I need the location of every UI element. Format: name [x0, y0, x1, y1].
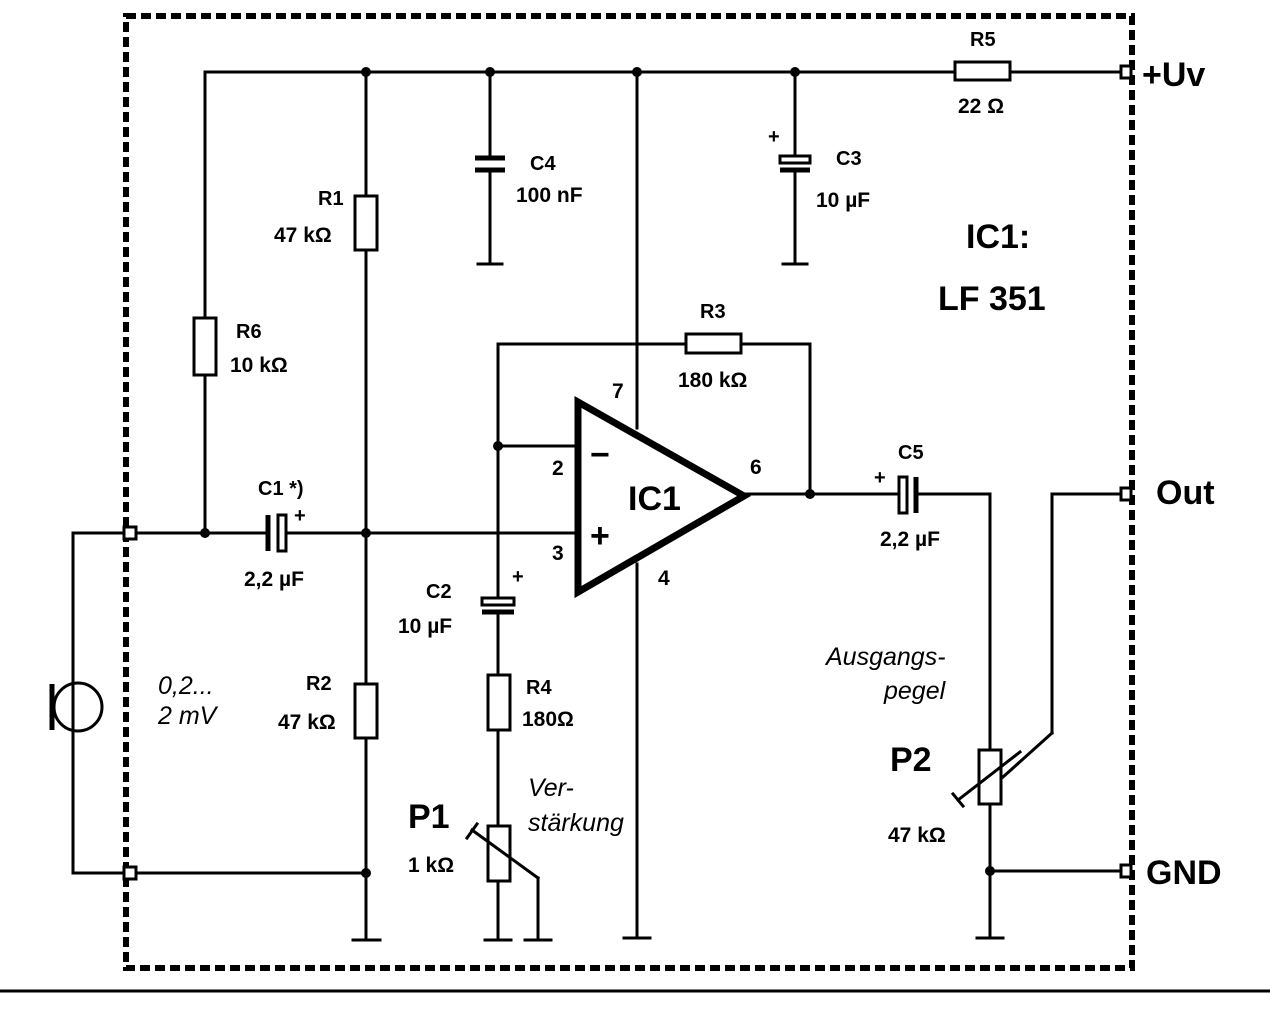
value-r5: 22 Ω [958, 95, 1004, 118]
resistor-r5 [953, 60, 1012, 82]
capacitor-c3 [778, 70, 812, 266]
terminal-uv [1119, 64, 1133, 80]
pin-6: 6 [750, 456, 762, 479]
value-r4: 180Ω [522, 708, 574, 731]
terminal-out [1119, 486, 1133, 502]
plus-c3: + [768, 126, 780, 148]
label-r5: R5 [970, 29, 996, 51]
label-r2: R2 [306, 673, 332, 695]
level-line1: Ausgangs- [824, 643, 946, 671]
output-line [742, 492, 1128, 940]
capacitor-c1 [265, 513, 288, 553]
label-c2: C2 [426, 581, 452, 603]
label-r3: R3 [700, 301, 726, 323]
level-line2: pegel [883, 677, 947, 705]
value-p2: 47 kΩ [888, 824, 946, 847]
microphone-icon [49, 531, 368, 875]
opamp-ic1 [574, 395, 752, 599]
label-p2: P2 [890, 741, 932, 779]
value-r1: 47 kΩ [274, 224, 332, 247]
pin4-ground [622, 562, 652, 940]
value-r6: 10 kΩ [230, 354, 288, 377]
label-c3: C3 [836, 148, 862, 170]
ic1-header: IC1: [966, 218, 1030, 256]
potentiometer-p2 [950, 492, 1128, 809]
pin-7: 7 [612, 380, 624, 403]
label-r6: R6 [236, 321, 262, 343]
plus-c2: + [512, 566, 524, 588]
capacitor-c4 [475, 70, 505, 266]
label-r1: R1 [318, 188, 344, 210]
label-c5: C5 [898, 442, 924, 464]
input-level-line2: 2 mV [157, 702, 219, 730]
value-r2: 47 kΩ [278, 711, 336, 734]
ic1-type: LF 351 [938, 280, 1046, 318]
label-supply: +Uv [1142, 56, 1205, 94]
r1-r2-column [351, 70, 382, 942]
resistor-r4 [486, 673, 512, 732]
resistor-r1 [353, 194, 379, 252]
label-p1: P1 [408, 798, 450, 836]
terminal-input [122, 525, 138, 541]
label-c1: C1 *) [258, 478, 304, 500]
pin-2: 2 [552, 457, 564, 480]
capacitor-c5 [897, 475, 919, 515]
pin-4: 4 [658, 567, 670, 590]
opamp-inverting: − [590, 436, 610, 474]
value-r3: 180 kΩ [678, 369, 747, 392]
resistor-r6 [192, 316, 218, 377]
value-c1: 2,2 µF [244, 568, 304, 591]
junction-dots [200, 67, 995, 878]
value-c4: 100 nF [516, 184, 583, 207]
terminal-input-ground [122, 865, 138, 881]
plus-c1: + [294, 505, 306, 527]
gain-line2: stärkung [528, 809, 624, 837]
resistor-r3 [684, 332, 743, 355]
label-out: Out [1156, 474, 1215, 512]
value-c3: 10 µF [816, 189, 870, 212]
capacitor-c2 [480, 596, 516, 615]
label-gnd: GND [1146, 854, 1222, 892]
input-level-line1: 0,2... [158, 672, 214, 700]
value-c2: 10 µF [398, 615, 452, 638]
potentiometer-p1 [464, 821, 553, 942]
label-r4: R4 [526, 677, 552, 699]
value-p1: 1 kΩ [408, 854, 454, 877]
resistor-r2 [353, 682, 379, 740]
label-c4: C4 [530, 153, 556, 175]
gain-line1: Ver- [528, 774, 574, 802]
terminal-gnd [1119, 863, 1133, 879]
pin-3: 3 [552, 542, 564, 565]
opamp-label: IC1 [628, 480, 681, 518]
opamp-noninverting: + [590, 517, 610, 555]
plus-c5: + [874, 467, 886, 489]
feedback-loop [496, 342, 812, 600]
value-c5: 2,2 µF [880, 528, 940, 551]
board-outline [123, 13, 1135, 971]
